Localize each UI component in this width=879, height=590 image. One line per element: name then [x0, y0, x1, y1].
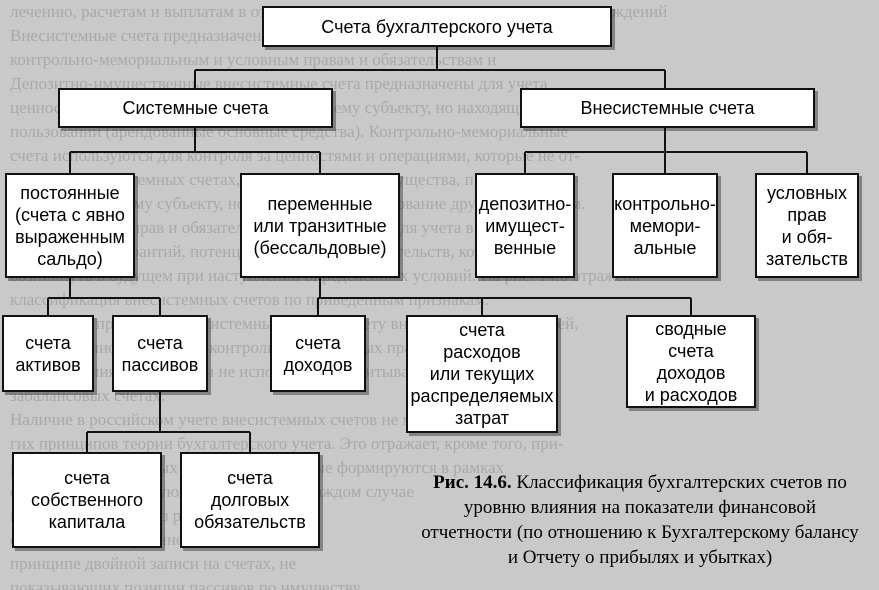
figure-caption-text: Классификация бухгалтерских счетов по ур…	[421, 472, 859, 568]
node-deposit: депозитно- имущест- венные	[475, 173, 575, 278]
figure-caption-label: Рис. 14.6.	[433, 472, 512, 493]
node-offsystem: Внесистемные счета	[520, 88, 815, 128]
node-permanent: постоянные (счета с явно выраженным саль…	[5, 173, 135, 278]
node-control: контрольно- мемори- альные	[612, 173, 718, 278]
node-conditional: условных прав и обя- зательств	[755, 173, 859, 278]
node-liabilities: счета пассивов	[112, 315, 208, 392]
node-debt: счета долговых обязательств	[180, 452, 320, 548]
figure-caption: Рис. 14.6. Классификация бухгалтерских с…	[420, 470, 860, 570]
node-variable: переменные или транзитные (бессальдовые)	[240, 173, 400, 278]
node-systemic: Системные счета	[58, 88, 333, 128]
node-expenses: счета расходов или текущих распределяемы…	[406, 315, 558, 433]
node-summary: сводные счета доходов и расходов	[626, 315, 756, 408]
node-equity: счета собственного капитала	[12, 452, 162, 548]
node-root: Счета бухгалтерского учета	[262, 6, 612, 47]
node-income: счета доходов	[270, 315, 366, 392]
node-assets: счета активов	[2, 315, 94, 392]
